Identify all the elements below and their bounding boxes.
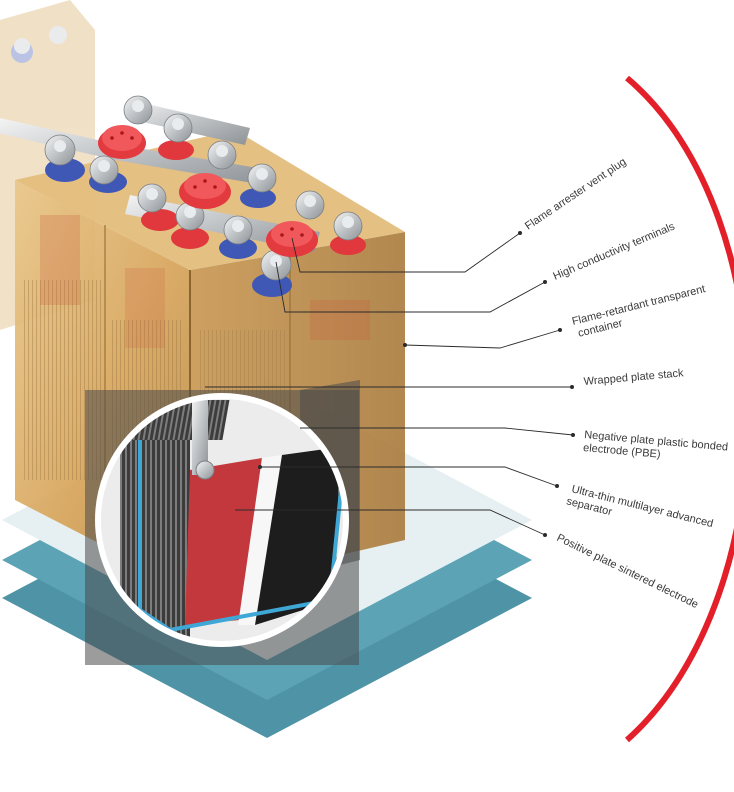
accent-arc (625, 75, 734, 743)
label-ultra-thin-separator: Ultra-thin multilayer advanced separator (565, 483, 717, 544)
separator-magnified (238, 455, 282, 625)
negative-plate-magnified (255, 447, 340, 625)
leader-negative-plate (300, 427, 574, 436)
label-wrapped-plate-stack: Wrapped plate stack (583, 367, 684, 388)
leader-positive-plate (235, 509, 546, 536)
leader-terminals (275, 261, 546, 313)
leader-lines (205, 231, 575, 537)
leader-separator (260, 466, 558, 487)
label-flame-retardant-container: Flame-retardant transparent container (571, 282, 713, 340)
label-high-conductivity-terminals: High conductivity terminals (551, 220, 677, 282)
terminal-assembly (0, 95, 366, 297)
positive-plate-magnified (185, 458, 262, 625)
leader-container (404, 329, 561, 349)
label-positive-plate-sintered: Positive plate sintered electrode (555, 532, 700, 611)
vent-plugs (98, 125, 318, 257)
callout-labels: Flame arrester vent plug High conductivi… (523, 156, 732, 611)
magnifier-lens (95, 393, 349, 647)
label-negative-plate-pbe: Negative plate plastic bonded electrode … (583, 429, 732, 467)
leader-vent-plug (291, 232, 521, 273)
label-flame-arrester-vent-plug: Flame arrester vent plug (523, 156, 629, 233)
